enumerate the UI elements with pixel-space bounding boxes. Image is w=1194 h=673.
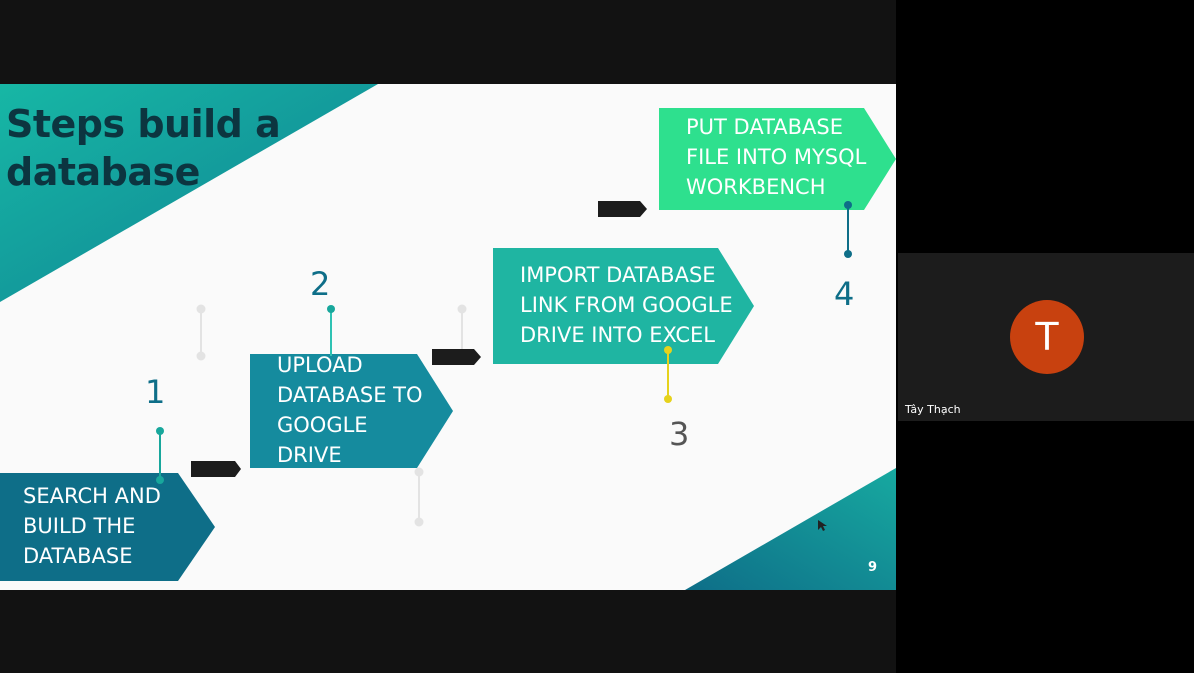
step-3-number: 3 bbox=[669, 415, 690, 453]
arrow-3-4 bbox=[598, 201, 647, 217]
step-1-label: SEARCH AND BUILD THE DATABASE bbox=[23, 484, 161, 568]
arrow-1-2 bbox=[191, 461, 241, 477]
step-3-shape bbox=[493, 248, 754, 364]
slide-title-line-2: database bbox=[6, 150, 200, 194]
arrow-2-3 bbox=[432, 349, 481, 365]
step-1-connector bbox=[156, 427, 164, 484]
participant-name: Tây Thạch bbox=[905, 403, 961, 416]
step-4-shape bbox=[659, 108, 896, 210]
slide-graphics bbox=[0, 84, 896, 590]
corner-decoration-top-left bbox=[0, 84, 378, 302]
avatar: T bbox=[1010, 300, 1084, 374]
step-1-shape bbox=[0, 473, 215, 581]
step-2-label: UPLOAD DATABASE TO GOOGLE DRIVE bbox=[277, 353, 423, 467]
screen-share-area: Steps build a database SEARCH AND BUILD … bbox=[0, 84, 896, 590]
step-4-connector bbox=[844, 201, 852, 258]
mouse-cursor-icon bbox=[818, 520, 827, 531]
step-1-number: 1 bbox=[145, 373, 166, 411]
step-3-connector bbox=[664, 346, 672, 403]
step-2-connector bbox=[327, 305, 335, 356]
presentation-slide: Steps build a database SEARCH AND BUILD … bbox=[0, 84, 896, 590]
slide-page-number: 9 bbox=[868, 560, 878, 575]
slide-title: Steps build a database bbox=[6, 100, 281, 196]
participant-tile[interactable]: T Tây Thạch bbox=[898, 253, 1194, 421]
step-3-label: IMPORT DATABASE LINK FROM GOOGLE DRIVE I… bbox=[520, 263, 733, 347]
slide-title-line-1: Steps build a bbox=[6, 102, 281, 146]
corner-decoration-bottom-right bbox=[685, 468, 896, 590]
step-4-number: 4 bbox=[834, 275, 855, 313]
step-2-number: 2 bbox=[310, 265, 331, 303]
step-4-label: PUT DATABASE FILE INTO MYSQL WORKBENCH bbox=[686, 115, 867, 199]
faint-connectors bbox=[196, 304, 467, 527]
step-2-shape bbox=[250, 354, 453, 468]
